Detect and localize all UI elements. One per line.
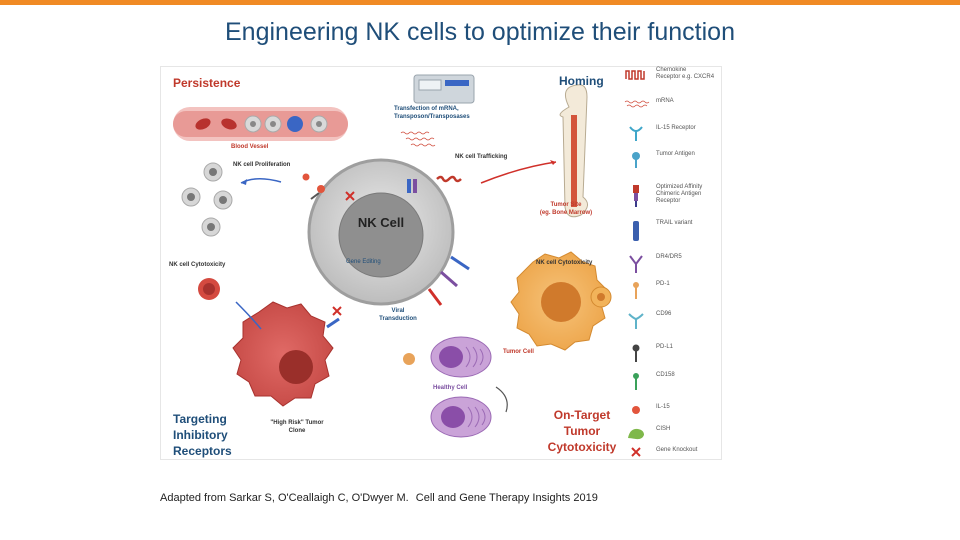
nk-cell-label: NK Cell — [357, 215, 405, 230]
infusion-pump-illustration — [413, 74, 475, 104]
slide-title: Engineering NK cells to optimize their f… — [225, 18, 735, 46]
legend-item: mRNA — [620, 98, 720, 118]
il15-icon — [632, 406, 640, 414]
nk-engineering-figure: Persistence Homing Targeting Inhibitory … — [160, 66, 722, 460]
caption-authors: Adapted from Sarkar S, O'Ceallaigh C, O'… — [160, 492, 409, 504]
viral-transduction-label: Viral Transduction — [379, 308, 417, 322]
targeting-heading: Targeting Inhibitory Receptors — [173, 412, 232, 458]
legend-item: Chemokine Receptor e.g. CXCR4 — [620, 67, 720, 87]
legend-item: CD158 — [620, 372, 720, 392]
nk-cytotoxicity-right-label: NK cell Cytotoxicity — [536, 260, 593, 266]
persistence-heading: Persistence — [173, 76, 241, 90]
figure-artwork — [173, 74, 612, 438]
cd158-icon — [633, 373, 639, 390]
pd1-icon — [633, 282, 639, 299]
on-target-heading: On-Target Tumor Cytotoxicity — [547, 408, 617, 454]
tumor-site-label: Tumor Site (eg. Bone Marrow) — [539, 202, 593, 216]
blood-vessel-illustration — [173, 107, 348, 141]
top-accent-bar — [0, 0, 960, 5]
car-icon — [633, 185, 639, 207]
high-risk-clone-illustration — [198, 278, 342, 407]
legend-item: PD-1 — [620, 281, 720, 301]
dr4-dr5-icon — [629, 255, 643, 273]
legend-item: Tumor Antigen — [620, 151, 720, 171]
gene-editing-label: Gene Editing — [346, 259, 381, 265]
tumor-antigen-icon — [632, 152, 640, 168]
blood-vessel-label: Blood Vessel — [231, 144, 269, 150]
legend-item: TRAIL variant — [620, 220, 720, 241]
legend-item: CISH — [620, 426, 720, 446]
bone-marrow-illustration — [480, 84, 588, 218]
nk-cell-illustration — [307, 158, 455, 306]
legend-item: Gene Knockout — [620, 447, 720, 467]
nk-cytotoxicity-left-label: NK cell Cytotoxicity — [169, 262, 226, 268]
legend-item: IL-15 — [620, 404, 720, 424]
high-risk-clone-label: "High Risk" Tumor Clone — [270, 420, 324, 434]
legend-item: CD96 — [620, 311, 720, 331]
homing-heading: Homing — [559, 74, 604, 88]
tumor-cell-label: Tumor Cell — [503, 349, 534, 355]
nk-trafficking-label: NK cell Trafficking — [455, 154, 508, 160]
legend-item: PD-L1 — [620, 344, 720, 364]
nk-cell-receptors — [302, 173, 470, 306]
legend-item: Optimized Affinity Chimeric Antigen Rece… — [620, 184, 720, 207]
mrna-icon — [624, 100, 650, 108]
proliferating-nk-cells — [181, 162, 282, 237]
on-target-arrow — [495, 386, 508, 413]
transfection-label: Transfection of mRNA, Transposon/Transpo… — [394, 106, 470, 120]
healthy-cell-label: Healthy Cell — [433, 385, 468, 391]
legend-item: DR4/DR5 — [620, 254, 720, 274]
chemokine-receptor-icon — [625, 70, 645, 80]
cd96-icon — [628, 313, 644, 329]
figure-legend: Chemokine Receptor e.g. CXCR4 mRNA IL-15… — [620, 66, 720, 458]
legend-item: IL-15 Receptor — [620, 125, 720, 145]
figure-caption: Adapted from Sarkar S, O'Ceallaigh C, O'… — [160, 492, 598, 504]
caption-journal: Cell and Gene Therapy Insights 2019 — [415, 492, 598, 504]
cish-icon — [628, 428, 644, 440]
mrna-strands — [400, 131, 436, 147]
trail-variant-icon — [633, 221, 639, 241]
gene-knockout-icon — [631, 447, 641, 457]
il15-receptor-icon — [629, 126, 643, 141]
healthy-cells-illustration — [430, 336, 492, 438]
tumor-cell-illustration — [403, 251, 612, 365]
pdl1-icon — [632, 344, 640, 362]
nk-proliferation-label: NK cell Proliferation — [233, 162, 291, 168]
